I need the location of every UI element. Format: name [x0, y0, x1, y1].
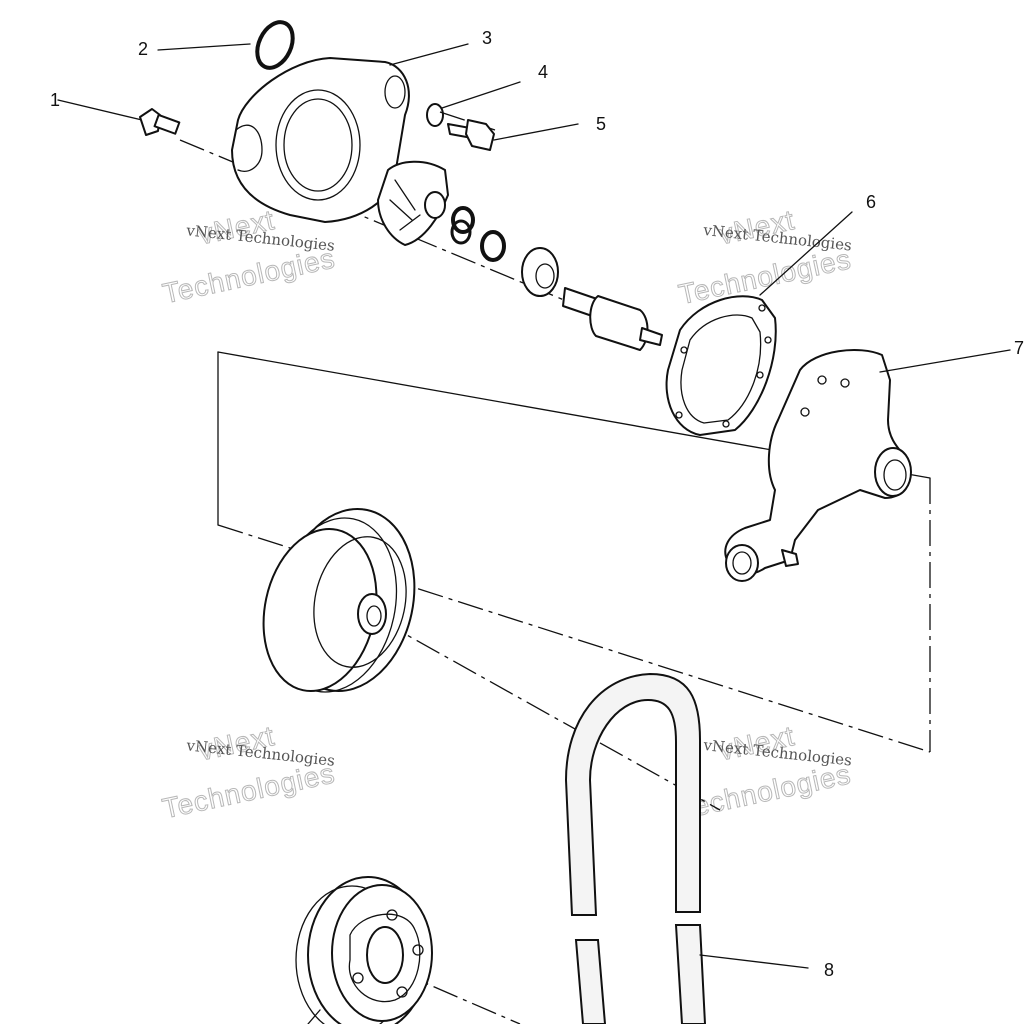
callout-6: 6 [866, 192, 876, 212]
part-5-bolt [447, 119, 579, 151]
watermark-bottom-right: vNext Technologies vNext Technologies [675, 720, 854, 826]
part-1-drain-plug [57, 99, 181, 136]
callout-8: 8 [824, 960, 834, 980]
callout-4: 4 [538, 62, 548, 82]
watermark-bottom-left: vNext Technologies vNext Technologies [159, 720, 338, 825]
callout-3: 3 [482, 28, 492, 48]
seal-set [450, 206, 559, 297]
crank-pulley [295, 876, 433, 1024]
callout-1: 1 [50, 90, 60, 110]
part-4-washer [426, 81, 521, 127]
callout-7: 7 [1014, 338, 1024, 358]
impeller [377, 160, 449, 246]
axis-lines [179, 111, 721, 1024]
part-3-pump-cover [231, 43, 469, 223]
callout-labels: 1 2 3 4 5 6 7 8 [50, 28, 1024, 980]
part-6-gasket [665, 211, 853, 436]
part-8-drive-belt [564, 672, 809, 1024]
pump-shaft [562, 287, 663, 351]
watermark-big-line-b: Technologies [160, 757, 338, 824]
watermark-big-line-b: Technologies [160, 242, 338, 309]
pump-pulley [262, 508, 416, 693]
part-2-o-ring [157, 20, 295, 70]
watermark-big-line-b: Technologies [676, 758, 854, 825]
watermark-top-right: vNext Technologies vNext Technologies [675, 204, 854, 311]
callout-5: 5 [596, 114, 606, 134]
part-7-pump-housing [724, 349, 1011, 582]
watermark-big-line-b: Technologies [676, 243, 854, 310]
callout-2: 2 [138, 39, 148, 59]
